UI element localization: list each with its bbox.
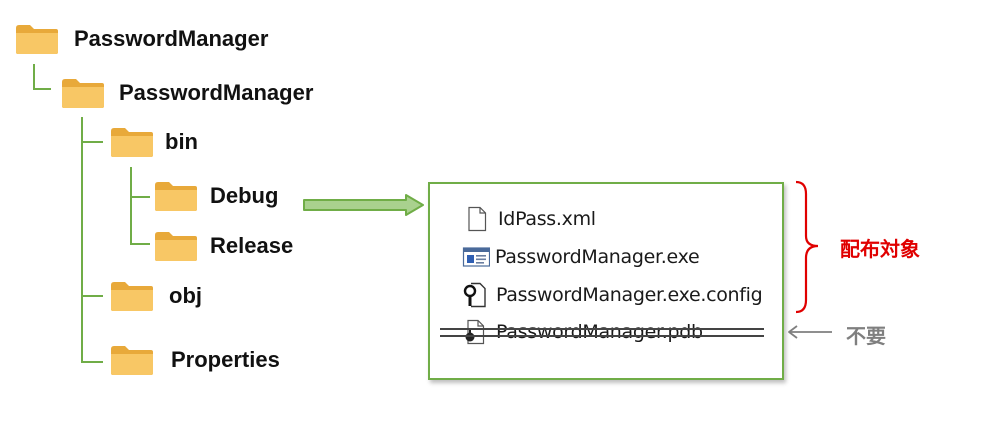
distribution-label: 配布対象 xyxy=(840,237,920,261)
unneeded-label: 不要 xyxy=(846,324,886,348)
folder-label: Release xyxy=(210,233,294,258)
folder-obj[interactable]: obj xyxy=(109,279,202,313)
arrow-right-icon xyxy=(303,194,424,216)
config-file-icon xyxy=(463,282,486,308)
file-name: PasswordManager.exe.config xyxy=(496,284,763,306)
tree-connector xyxy=(130,167,132,245)
folder-project[interactable]: PasswordManager xyxy=(60,76,313,110)
folder-label: PasswordManager xyxy=(74,26,269,51)
file-item-pdb[interactable]: PasswordManager.pdb xyxy=(462,319,703,345)
file-item-config[interactable]: PasswordManager.exe.config xyxy=(462,282,763,308)
application-icon xyxy=(462,247,490,267)
tree-connector xyxy=(33,88,51,90)
folder-icon xyxy=(155,182,197,211)
tree-connector xyxy=(81,117,83,363)
strikethrough-line xyxy=(440,328,764,330)
tree-connector xyxy=(81,141,103,143)
tree-connector xyxy=(81,295,103,297)
tree-connector xyxy=(81,361,103,363)
file-item-exe[interactable]: PasswordManager.exe xyxy=(460,244,700,270)
debug-contents-panel: IdPass.xml PasswordManager.exe PasswordM… xyxy=(428,182,784,380)
file-name: PasswordManager.pdb xyxy=(496,321,703,343)
folder-icon xyxy=(111,128,153,157)
document-icon xyxy=(468,206,487,232)
file-name: IdPass.xml xyxy=(498,208,596,230)
right-brace-icon xyxy=(795,180,819,314)
folder-label: obj xyxy=(169,283,202,308)
debug-symbols-icon xyxy=(465,319,485,345)
folder-debug[interactable]: Debug xyxy=(153,179,278,213)
folder-icon xyxy=(111,282,153,311)
arrow-left-icon xyxy=(788,325,832,339)
folder-bin[interactable]: bin xyxy=(109,125,198,159)
file-item-idpass[interactable]: IdPass.xml xyxy=(464,206,596,232)
tree-connector xyxy=(33,64,35,90)
folder-label: PasswordManager xyxy=(119,80,314,105)
folder-label: Debug xyxy=(210,183,279,208)
file-name: PasswordManager.exe xyxy=(495,246,700,268)
folder-properties[interactable]: Properties xyxy=(109,343,280,377)
folder-root[interactable]: PasswordManager xyxy=(14,22,268,56)
folder-icon xyxy=(111,346,153,375)
folder-icon xyxy=(16,25,58,54)
strikethrough-line xyxy=(440,335,764,337)
folder-label: bin xyxy=(165,129,198,154)
folder-icon xyxy=(62,79,104,108)
folder-release[interactable]: Release xyxy=(153,229,293,263)
folder-label: Properties xyxy=(171,347,280,372)
tree-connector xyxy=(130,196,150,198)
tree-connector xyxy=(130,243,150,245)
folder-icon xyxy=(155,232,197,261)
